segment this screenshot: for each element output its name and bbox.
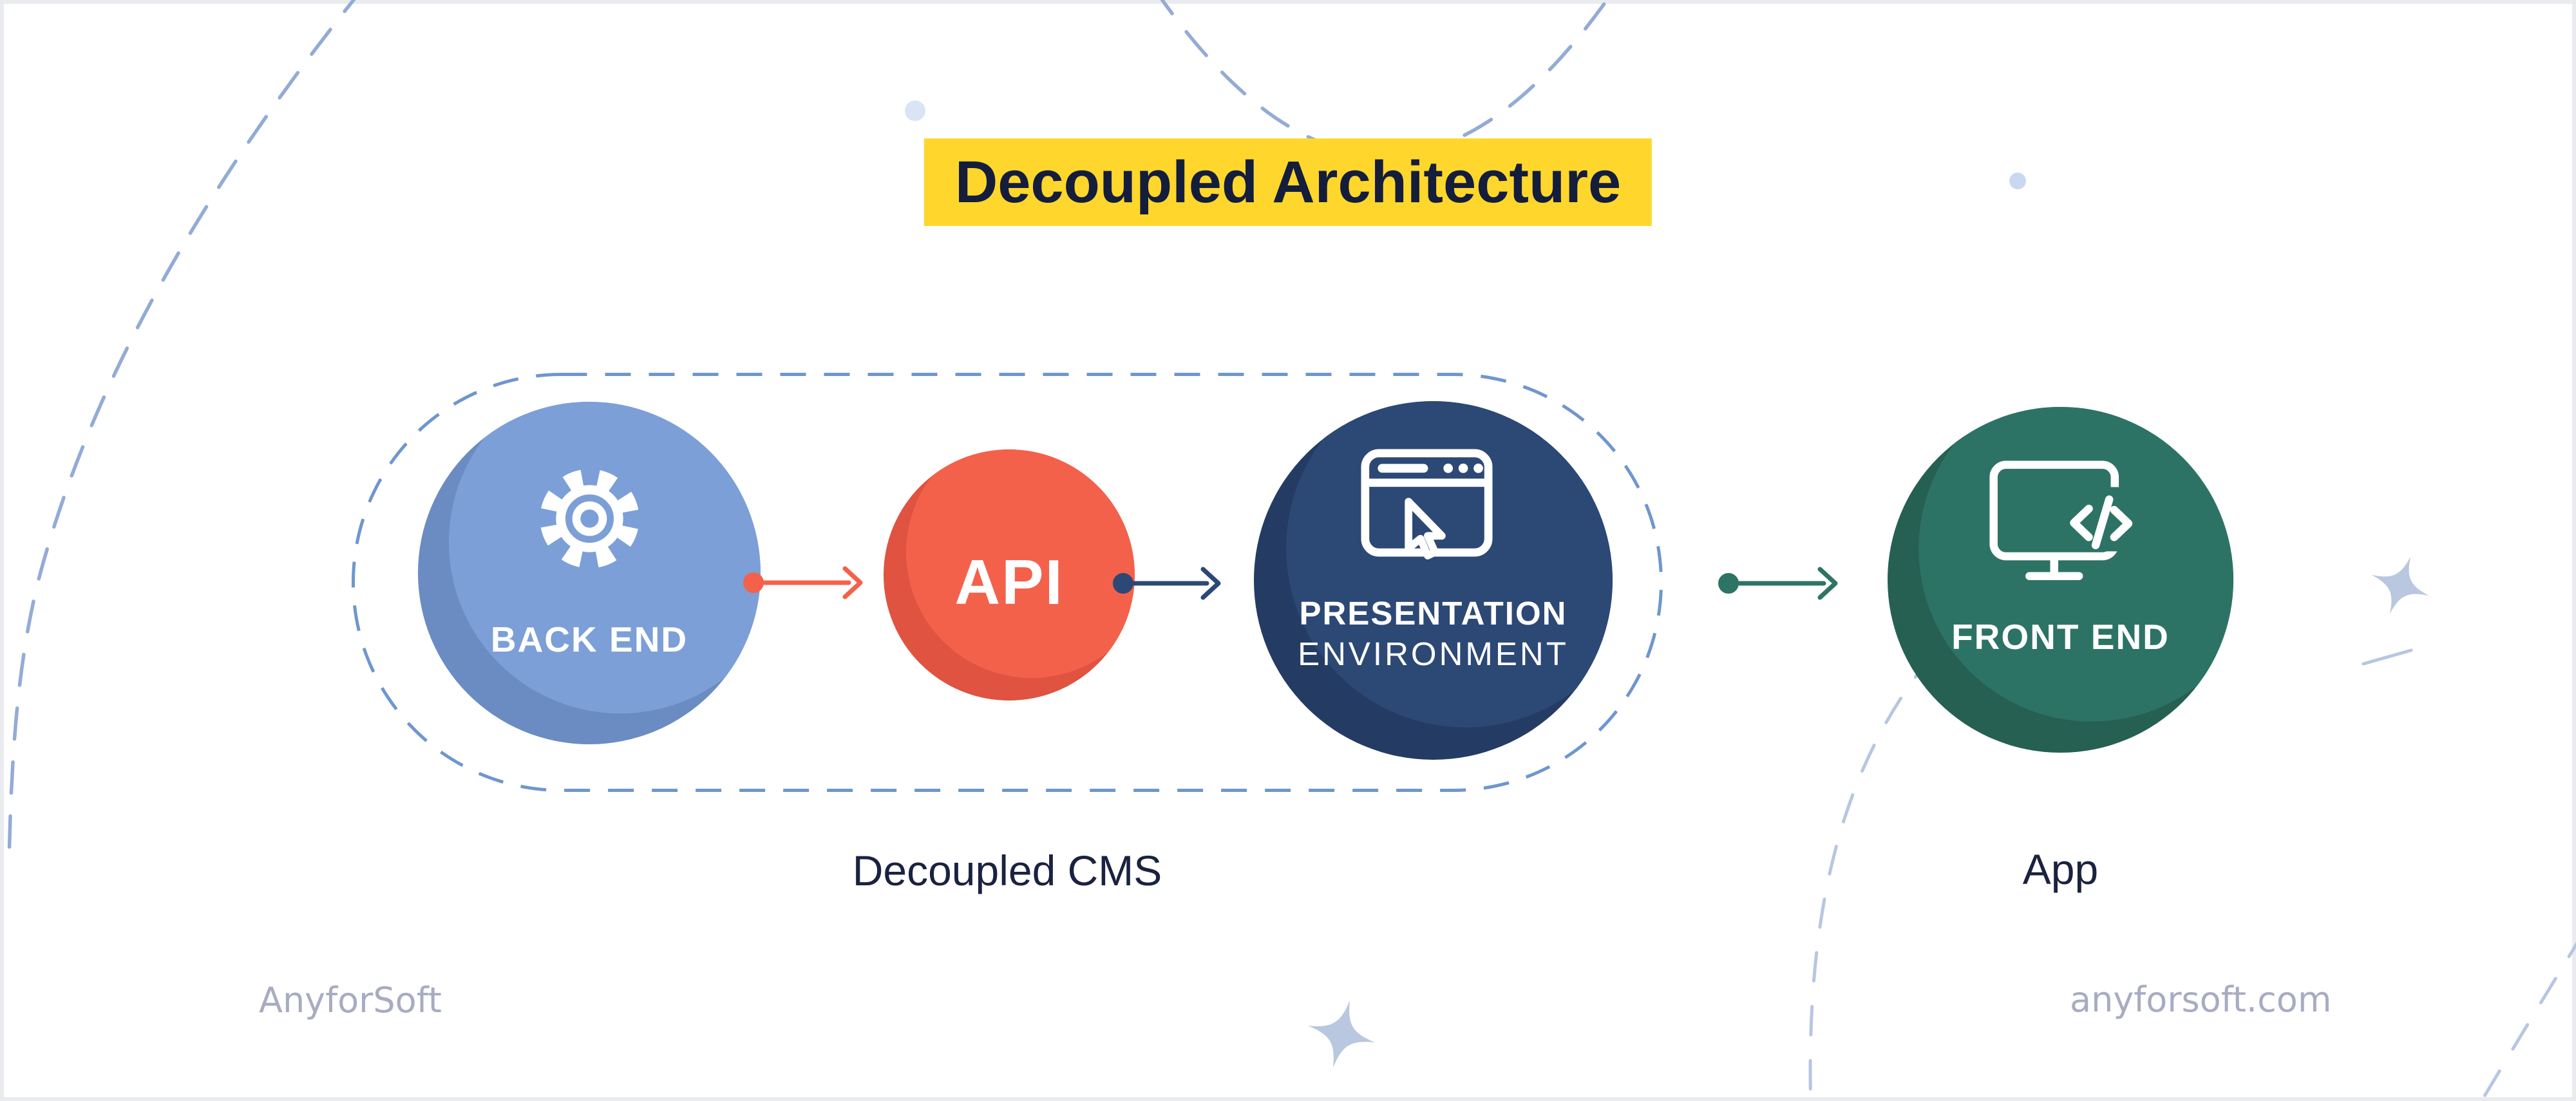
- node-api-surface: [906, 449, 1135, 678]
- back-end-label: BACK END: [490, 619, 688, 659]
- cursor-arrow-icon: [1405, 498, 1446, 560]
- monitor-code-icon: [1989, 460, 2143, 580]
- node-front-end: FRONT END: [1888, 407, 2233, 753]
- presentation-label-line1: PRESENTATION: [1299, 595, 1567, 632]
- dashed-curve-top-left: [7, 0, 356, 865]
- dashed-curve-top-center: [1160, 0, 1609, 157]
- presentation-label-line2: ENVIRONMENT: [1298, 635, 1569, 672]
- star-icon: [1307, 1000, 1376, 1068]
- browser-cursor-icon: [1361, 449, 1493, 560]
- dashed-curve-bottom-right: [2479, 941, 2576, 1101]
- node-front-end-surface: [1918, 407, 2233, 722]
- node-api: API: [884, 449, 1135, 701]
- app-label: App: [2022, 845, 2099, 893]
- api-label: API: [954, 547, 1064, 617]
- front-end-label: FRONT END: [1951, 617, 2170, 657]
- accent-dot-left: [905, 100, 925, 121]
- accent-dot-right: [2009, 173, 2026, 189]
- decoupled-cms-group-border: [352, 373, 1663, 792]
- site-watermark: anyforsoft.com: [2070, 979, 2332, 1020]
- code-brackets-icon: [2070, 495, 2133, 549]
- dash-segment-right: [2362, 648, 2413, 666]
- page-title: Decoupled Architecture: [923, 138, 1653, 226]
- browser-menu-dots: [1443, 464, 1483, 473]
- star-icon: [2371, 556, 2429, 614]
- node-back-end: BACK END: [418, 402, 761, 744]
- brand-watermark: AnyforSoft: [259, 980, 442, 1021]
- node-presentation-environment: PRESENTATION ENVIRONMENT: [1254, 401, 1613, 760]
- decoupled-cms-label: Decoupled CMS: [852, 847, 1162, 894]
- gear-icon: [540, 469, 639, 569]
